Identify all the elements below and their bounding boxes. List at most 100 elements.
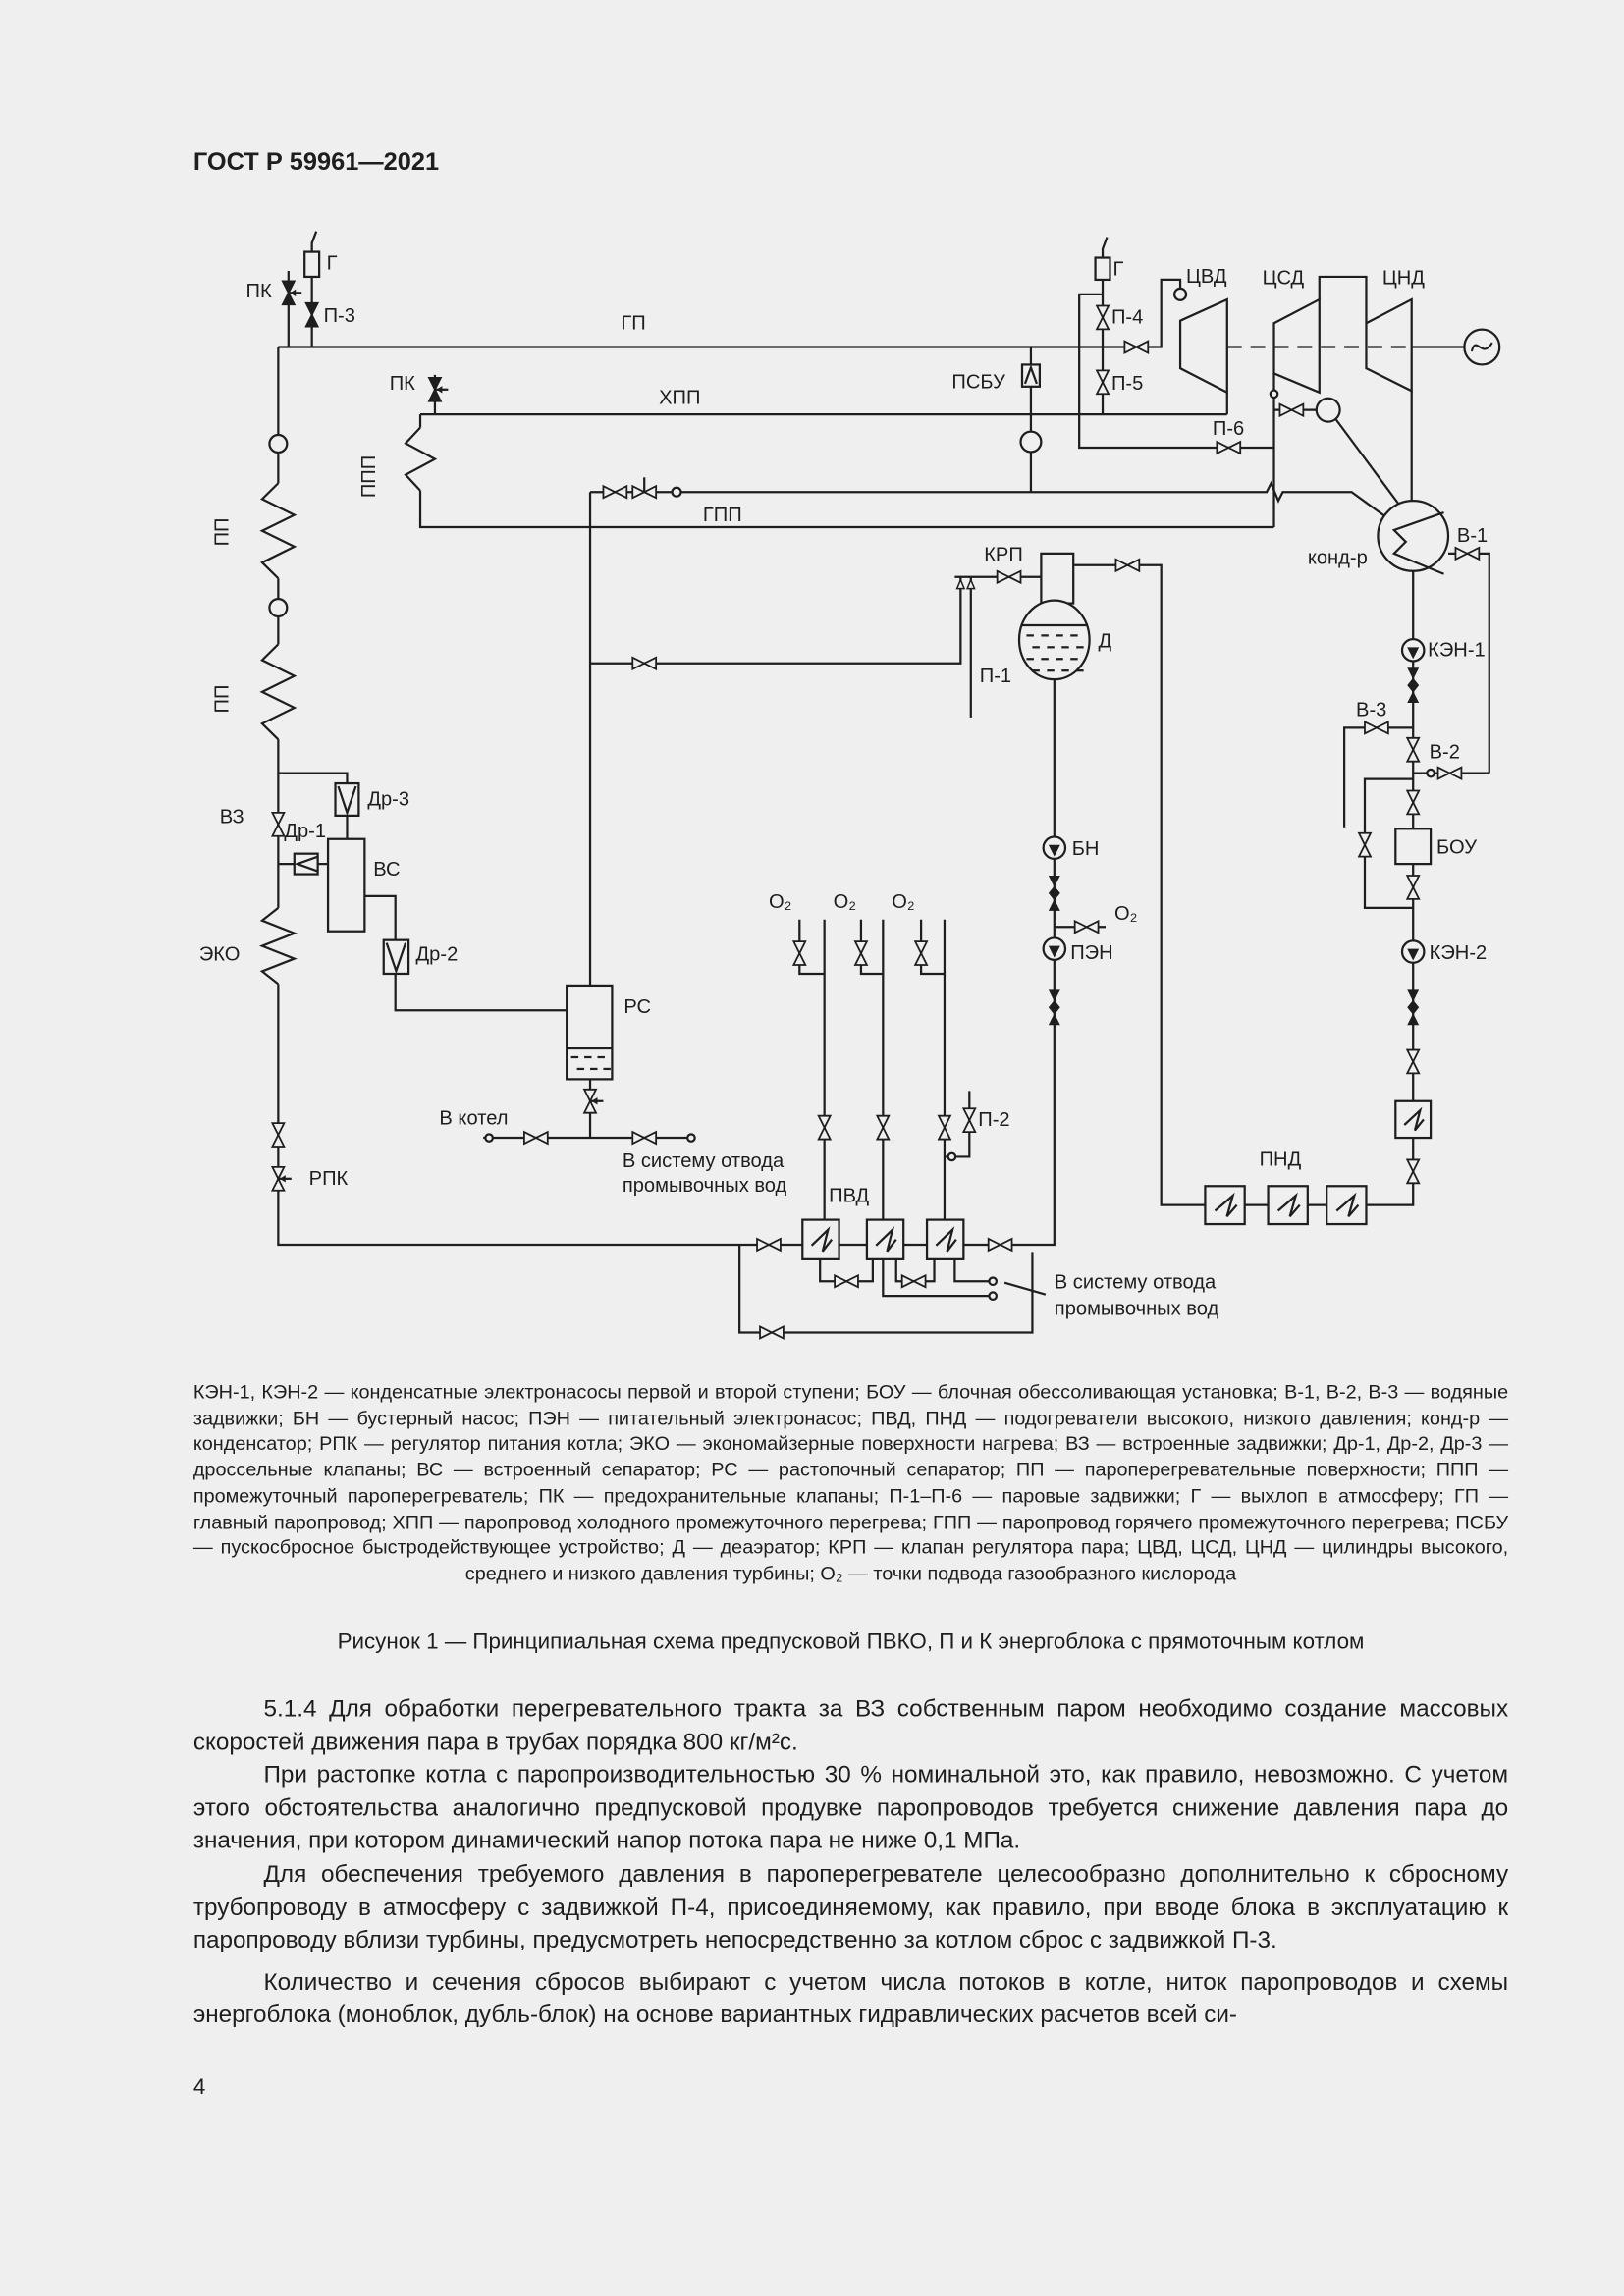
pvd-drain	[882, 1258, 991, 1298]
p4-valve-icon	[1095, 304, 1110, 320]
label-o2-a: O₂	[769, 891, 791, 913]
exhaust-flame-icon	[1101, 237, 1109, 258]
label-dr1: Др-1	[284, 821, 326, 842]
valve-icon	[769, 1325, 785, 1340]
valve-icon	[1405, 736, 1421, 752]
nozzle-icon	[988, 1291, 999, 1302]
deaerator-tank	[1017, 599, 1091, 681]
check-valve-icon	[1407, 691, 1420, 704]
valve-icon	[1114, 558, 1130, 573]
label-o2-b: O₂	[834, 891, 856, 913]
vs-separator	[326, 837, 366, 933]
actuator-arrow-icon	[290, 289, 297, 297]
label-pp-2: ПП	[212, 685, 234, 714]
label-o2-pen: O₂	[1114, 903, 1137, 925]
p3-valve-icon	[304, 301, 320, 317]
label-p2: П-2	[978, 1109, 1009, 1131]
v2-valve-icon	[1447, 766, 1463, 781]
figure-legend: КЭН-1, КЭН-2 — конденсатные электронасос…	[192, 1380, 1509, 1584]
label-bn: БН	[1072, 838, 1100, 860]
pvd-drain	[819, 1258, 874, 1283]
page-number: 4	[192, 2074, 206, 2101]
valve-icon	[523, 1130, 538, 1146]
body-text: 5.1.4 Для обработки перегревательного тр…	[193, 1692, 1508, 2032]
arrow-icon	[955, 577, 966, 590]
pvd-heater-3	[925, 1218, 965, 1260]
valve-icon	[533, 1130, 549, 1146]
valve-icon	[834, 1273, 849, 1289]
label-rs: РС	[623, 996, 651, 1018]
vz-valve-icon	[270, 811, 286, 827]
valve-icon	[1405, 747, 1421, 763]
p6-valve-icon	[1226, 440, 1242, 455]
nozzle-icon	[1426, 768, 1435, 778]
valve-icon	[1125, 558, 1141, 573]
valve-icon	[1405, 875, 1421, 889]
label-v1: В-1	[1457, 525, 1488, 547]
superheater-pp-2-coil	[259, 643, 298, 741]
label-v3: В-3	[1356, 699, 1386, 721]
krp-valve-icon	[1006, 569, 1022, 585]
check-valve-icon	[1407, 667, 1420, 680]
check-valve-icon	[1407, 1013, 1420, 1026]
turbine-cnd	[1365, 297, 1413, 394]
label-dr2: Др-2	[416, 944, 459, 966]
paragraph: При растопке котла с паропроизводительно…	[192, 1761, 1509, 1855]
valve-icon	[1073, 919, 1089, 934]
p2-line	[944, 1091, 971, 1158]
check-valve-icon	[1407, 677, 1420, 693]
p1-steam-line	[590, 576, 962, 665]
label-khpp: ХПП	[659, 388, 700, 409]
superheater-pp-1-coil	[259, 482, 298, 580]
label-v2: В-2	[1430, 742, 1460, 764]
label-g-left: Г	[327, 252, 338, 274]
condensate-line	[1073, 563, 1415, 1206]
valve-icon	[1278, 402, 1294, 418]
valve-icon	[817, 1125, 833, 1141]
valve-icon	[631, 484, 647, 500]
valve-icon	[913, 940, 929, 956]
check-valve-icon	[1407, 989, 1420, 1002]
valve-icon	[1405, 1158, 1421, 1174]
pk-valve-icon	[281, 280, 297, 295]
pvd-heater-1	[801, 1218, 840, 1260]
ken1-pump-icon-arrow	[1407, 647, 1420, 660]
label-g-right: Г	[1112, 258, 1123, 280]
pen-pump-icon-arrow	[1048, 945, 1060, 958]
psbu-cooler-icon	[1019, 430, 1043, 454]
valve-icon	[1084, 919, 1100, 934]
pnd-heater-2	[1267, 1185, 1309, 1226]
valve-icon	[1289, 402, 1305, 418]
pnd-heater-3-coil	[1335, 1192, 1360, 1218]
nozzle-icon	[947, 1151, 957, 1162]
rs-separator	[566, 984, 614, 1081]
check-valve-icon	[1048, 999, 1060, 1015]
valve-icon	[900, 1273, 916, 1289]
valve-icon	[1405, 1169, 1421, 1185]
label-pvd: ПВД	[829, 1186, 869, 1207]
label-pnd: ПНД	[1260, 1148, 1302, 1170]
valve-icon	[1405, 800, 1421, 816]
main-steam-line-gp	[278, 278, 1182, 348]
generator-icon	[1463, 328, 1501, 366]
p3-valve-icon	[304, 312, 320, 328]
valve-icon	[913, 951, 929, 966]
bn-pump-icon-arrow	[1048, 844, 1060, 857]
figure-caption: Рисунок 1 — Принципиальная схема предпус…	[337, 1629, 1365, 1655]
actuator-arrow-icon	[279, 1175, 286, 1183]
label-rpk: РПК	[309, 1168, 349, 1190]
valve-icon	[613, 484, 628, 500]
label-drain-2-line-1: В систему отвода	[1055, 1272, 1217, 1294]
actuator-arrow-icon	[436, 386, 443, 394]
v2-valve-icon	[1436, 766, 1452, 781]
p6-valve-icon	[1216, 440, 1231, 455]
inlet-icon	[1172, 287, 1188, 301]
bou-unit	[1394, 828, 1433, 866]
pnd-heater-1-coil	[1214, 1192, 1238, 1218]
o2-line	[859, 919, 884, 976]
valve-icon	[844, 1273, 859, 1289]
valve-icon	[582, 1088, 598, 1103]
label-kond: конд-р	[1308, 547, 1368, 568]
valve-icon	[631, 656, 647, 671]
p2-valve-icon	[961, 1107, 977, 1123]
